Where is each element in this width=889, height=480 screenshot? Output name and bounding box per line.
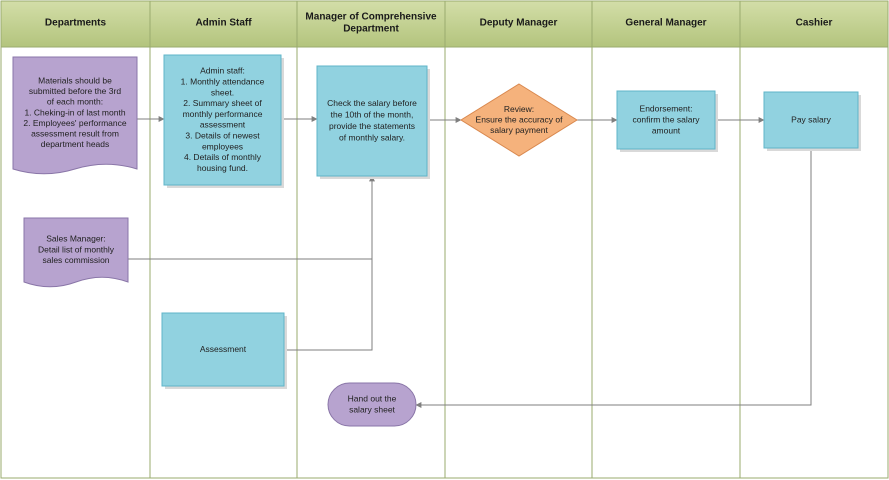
node-check-salary: Check the salary before the 10th of the m… <box>316 65 430 179</box>
node-label: Detail list of monthly <box>38 244 115 254</box>
node-label: the 10th of the month, <box>331 110 414 120</box>
node-label: assessment <box>200 120 246 130</box>
node-label: Endorsement: <box>640 103 693 113</box>
node-shape-terminator <box>327 382 417 427</box>
lane-title: Department <box>343 24 399 35</box>
node-assessment: Assessment <box>161 312 287 389</box>
node-label: confirm the salary <box>632 114 700 124</box>
node-label: Pay salary <box>791 114 831 124</box>
lane-cashier: Cashier <box>739 0 889 479</box>
lane-header <box>444 0 593 48</box>
node-label: amount <box>652 125 681 135</box>
node-label: submitted before the 3rd <box>29 86 121 96</box>
lane-title: Admin Staff <box>195 18 252 29</box>
connector-assessment-to-check <box>284 259 373 351</box>
connectors-layer <box>128 116 812 408</box>
node-shape-decision <box>460 83 578 157</box>
node-sales-manager: Sales Manager:Detail list of monthlysale… <box>23 217 129 288</box>
node-admin-docs: Admin staff:1. Monthly attendancesheet.2… <box>163 54 284 188</box>
node-label: Admin staff: <box>200 66 245 76</box>
lane-header <box>296 0 446 48</box>
node-label: of monthly salary. <box>339 133 405 143</box>
node-label: 2. Employees' performance <box>23 118 126 128</box>
node-label: 4. Details of monthly <box>184 152 262 162</box>
lane-body <box>591 0 741 479</box>
connector-pay-to-handout <box>415 148 812 408</box>
node-label: Materials should be <box>38 75 112 85</box>
lane-deputy-manager: Deputy Manager <box>444 0 593 479</box>
lane-header <box>149 0 298 48</box>
node-label: Ensure the accuracy of <box>476 114 564 124</box>
lane-title: Deputy Manager <box>480 18 558 29</box>
node-shape-process <box>616 90 716 150</box>
node-label: Check the salary before <box>327 98 417 108</box>
node-shape-process <box>316 65 428 177</box>
node-shape-document <box>23 217 129 288</box>
node-label: provide the statements <box>329 121 415 131</box>
lane-title: Manager of Comprehensive <box>305 12 437 23</box>
node-label: salary payment <box>490 125 548 135</box>
lane-header <box>739 0 889 48</box>
node-label: 1. Cheking-in of last month <box>24 107 125 117</box>
node-label: salary sheet <box>349 404 395 414</box>
node-label: assessment result from <box>31 128 119 138</box>
node-shape-document <box>12 56 138 175</box>
lane-body <box>739 0 889 479</box>
lane-header <box>591 0 741 48</box>
node-shape-process <box>763 91 859 149</box>
node-label: housing fund. <box>197 163 248 173</box>
lane-title: Departments <box>45 18 107 29</box>
node-label: monthly performance <box>183 109 263 119</box>
lane-general-manager: General Manager <box>591 0 741 479</box>
node-label: sheet. <box>211 87 234 97</box>
lane-header <box>0 0 151 48</box>
node-label: Assessment <box>200 344 247 354</box>
node-label: sales commission <box>42 255 109 265</box>
node-label: Hand out the <box>348 393 397 403</box>
node-label: department heads <box>41 139 110 149</box>
node-label: Review: <box>504 104 534 114</box>
node-label: employees <box>202 141 243 151</box>
node-label: 2. Summary sheet of <box>183 98 262 108</box>
node-label: Sales Manager: <box>46 234 106 244</box>
node-label: 3. Details of newest <box>185 130 260 140</box>
node-label: 1. Monthly attendance <box>181 76 265 86</box>
lane-title: General Manager <box>625 18 706 29</box>
node-shape-process <box>161 312 285 387</box>
node-label: of each month: <box>47 97 103 107</box>
lane-body <box>444 0 593 479</box>
lane-title: Cashier <box>796 18 833 29</box>
node-pay-salary: Pay salary <box>763 91 861 151</box>
node-shape-process <box>163 54 282 186</box>
